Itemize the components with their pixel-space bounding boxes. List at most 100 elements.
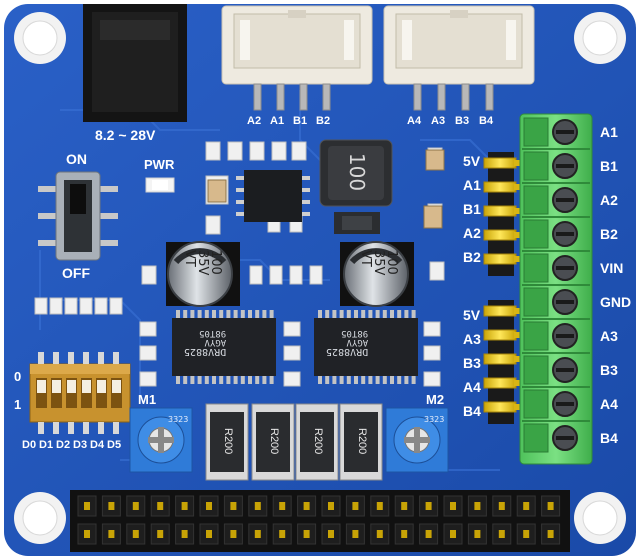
dip-state-1-label: 1 bbox=[14, 397, 22, 412]
terminal-slot bbox=[523, 253, 549, 283]
potentiometer-right[interactable] bbox=[385, 407, 449, 473]
chip-pin bbox=[354, 376, 358, 384]
gpio-pin bbox=[523, 530, 530, 538]
gpio-pin bbox=[303, 502, 310, 510]
terminal-slot bbox=[523, 355, 549, 385]
connector-left-pin-label: A1 bbox=[270, 115, 285, 127]
chip-pin bbox=[233, 376, 238, 384]
header-top-pin-label: 5V bbox=[463, 153, 481, 169]
driver-chip-right bbox=[314, 318, 418, 376]
screw-slot bbox=[556, 198, 574, 202]
chip-pin bbox=[332, 376, 337, 384]
dip-pin-label: D1 bbox=[39, 439, 54, 451]
chip-pin bbox=[190, 310, 195, 318]
header-pin bbox=[483, 329, 517, 341]
terminal-slot bbox=[523, 185, 549, 215]
dip-leg bbox=[53, 352, 59, 364]
header-pin bbox=[483, 181, 517, 193]
mount-hole-top-left bbox=[14, 12, 66, 64]
gpio-pin bbox=[328, 502, 334, 510]
chip-pin bbox=[269, 310, 274, 318]
gpio-header-40pin bbox=[70, 490, 570, 552]
chip-pin bbox=[404, 310, 409, 318]
cap-left-voltage: 35V bbox=[195, 250, 210, 276]
connector-left-pin-label: B2 bbox=[316, 115, 331, 127]
gpio-pin bbox=[132, 530, 139, 538]
small-ic bbox=[334, 212, 380, 234]
gpio-pin bbox=[401, 502, 408, 510]
header-pin-tip bbox=[514, 160, 522, 166]
power-led bbox=[145, 177, 175, 193]
dip-leg bbox=[83, 352, 89, 364]
switch-off-label: OFF bbox=[62, 265, 90, 281]
driver-left-code: AGYV bbox=[204, 337, 227, 347]
gpio-pin bbox=[328, 530, 334, 538]
chip-pin bbox=[411, 376, 416, 384]
chip-pin bbox=[219, 376, 224, 384]
chip-pin bbox=[404, 376, 409, 384]
potentiometer-left[interactable] bbox=[129, 407, 193, 473]
dip-leg bbox=[113, 422, 119, 434]
resistor-body bbox=[344, 412, 378, 472]
terminal-pin-label: A3 bbox=[600, 328, 618, 344]
gpio-pin bbox=[254, 502, 261, 510]
connector-right-pin-label: A4 bbox=[407, 115, 422, 127]
gpio-pin bbox=[230, 530, 237, 538]
chip-pin bbox=[248, 310, 252, 318]
dip-lever[interactable] bbox=[112, 380, 121, 393]
terminal-pin-label: B2 bbox=[600, 226, 618, 242]
chip-pin bbox=[325, 376, 330, 384]
dc-barrel-jack bbox=[83, 4, 187, 122]
driver-chip-left bbox=[172, 318, 276, 376]
chip-pin bbox=[183, 376, 188, 384]
terminal-slot bbox=[523, 219, 549, 249]
dip-pullup bbox=[79, 297, 93, 315]
dip-lever[interactable] bbox=[52, 380, 61, 393]
gpio-pin bbox=[157, 530, 164, 538]
sense-resistors bbox=[205, 403, 383, 481]
gpio-pin bbox=[132, 502, 139, 510]
header-top-pin-label: A1 bbox=[463, 177, 481, 193]
connector-right-pin-label: A3 bbox=[431, 115, 446, 127]
connector-left-pin-label: B1 bbox=[293, 115, 308, 127]
header-pin bbox=[483, 253, 517, 265]
inductor-marking: 100 bbox=[345, 152, 370, 192]
dip-pin-label: D2 bbox=[56, 439, 71, 451]
dip-leg bbox=[38, 422, 44, 434]
dip-leg bbox=[83, 422, 89, 434]
terminal-pin-label: A1 bbox=[600, 124, 618, 140]
chip-pin bbox=[176, 376, 180, 384]
gpio-pin bbox=[474, 502, 481, 510]
chip-pin bbox=[368, 310, 373, 318]
gpio-pin bbox=[181, 530, 188, 538]
dip-lever[interactable] bbox=[82, 380, 91, 393]
dip-leg bbox=[38, 352, 44, 364]
gpio-pin bbox=[401, 530, 408, 538]
chip-pin bbox=[354, 310, 358, 318]
header-pin bbox=[483, 377, 517, 389]
dip-pin-label: D3 bbox=[73, 439, 88, 451]
screw-slot bbox=[556, 130, 574, 134]
gpio-pin bbox=[303, 530, 310, 538]
gpio-pin bbox=[84, 530, 90, 538]
dip-lever[interactable] bbox=[37, 380, 46, 393]
header-pin-tip bbox=[514, 404, 522, 410]
gpio-pin bbox=[498, 530, 505, 538]
gpio-pin bbox=[352, 530, 359, 538]
dip-switch-levers[interactable] bbox=[36, 378, 122, 408]
header-pin bbox=[483, 353, 517, 365]
gpio-pin bbox=[206, 530, 212, 538]
header-pin bbox=[483, 401, 517, 413]
connector-left-pin-label: A2 bbox=[247, 115, 262, 127]
dip-lever[interactable] bbox=[67, 380, 76, 393]
header-bottom-pin-label: 5V bbox=[463, 307, 481, 323]
dip-leg bbox=[98, 422, 104, 434]
gpio-pin bbox=[108, 502, 115, 510]
chip-pin bbox=[318, 376, 322, 384]
power-slide-switch[interactable] bbox=[38, 171, 118, 261]
dip-pullup bbox=[109, 297, 123, 315]
capacitor-right bbox=[340, 241, 414, 307]
cap-right-value: 100 bbox=[384, 250, 399, 275]
dip-lever[interactable] bbox=[97, 380, 106, 393]
terminal-pin-label: B1 bbox=[600, 158, 618, 174]
